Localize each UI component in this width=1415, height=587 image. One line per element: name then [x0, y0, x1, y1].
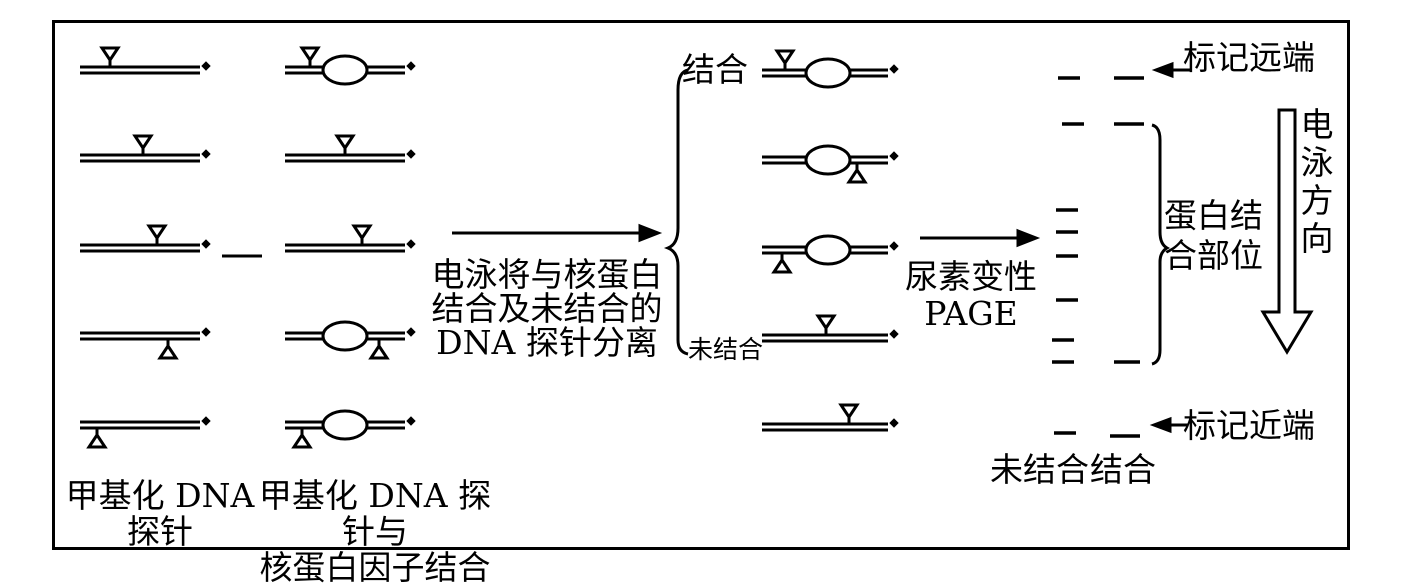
radiolabel-asterisk — [889, 64, 899, 74]
radiolabel-asterisk — [201, 61, 211, 71]
label-direction: 电泳方向 — [1300, 105, 1334, 258]
methyl-group-triangle — [299, 46, 321, 63]
radiolabel-asterisk — [406, 239, 416, 249]
separation-arrowhead — [638, 223, 663, 243]
protein-oval — [321, 54, 369, 86]
methyl-group-triangle — [157, 343, 179, 360]
methyl-group-triangle — [815, 314, 837, 331]
methyl-group-triangle — [86, 432, 108, 449]
methyl-group-triangle — [99, 46, 121, 63]
methyl-group-triangle — [291, 432, 313, 449]
label-methylated-probe: 甲基化 DNA 探针 — [65, 476, 255, 551]
methyl-group-triangle — [774, 49, 796, 66]
label-probe-protein-bound: 甲基化 DNA 探针与 核蛋白因子结合 — [258, 476, 492, 587]
radiolabel-asterisk — [406, 327, 416, 337]
methyl-group-triangle — [771, 257, 793, 274]
radiolabel-asterisk — [201, 327, 211, 337]
electrophoresis-direction-arrow — [1260, 108, 1314, 355]
label-near-end: 标记近端 — [1183, 406, 1315, 445]
methyl-group-triangle — [334, 134, 356, 151]
methyl-group-triangle — [838, 403, 860, 420]
protein-site-brace — [1151, 123, 1171, 366]
protein-oval — [804, 234, 852, 266]
radiolabel-asterisk — [889, 329, 899, 339]
label-lane-unbound: 未结合 — [990, 450, 1089, 489]
label-urea-page: 尿素变性 PAGE — [905, 257, 1037, 333]
radiolabel-asterisk — [889, 418, 899, 428]
radiolabel-asterisk — [201, 416, 211, 426]
diagram-frame — [52, 20, 1350, 550]
label-electrophoresis-separation: 电泳将与核蛋白 结合及未结合的 DNA 探针分离 — [431, 255, 663, 362]
methyl-group-triangle — [846, 167, 868, 184]
page-arrowhead — [1016, 228, 1041, 248]
near-end-marker-arrowhead — [1149, 416, 1172, 434]
radiolabel-asterisk — [889, 241, 899, 251]
radiolabel-asterisk — [406, 61, 416, 71]
label-lane-bound: 结合 — [1090, 450, 1156, 489]
radiolabel-asterisk — [406, 416, 416, 426]
protein-oval — [804, 144, 852, 176]
far-end-marker-arrowhead — [1151, 61, 1174, 79]
label-far-end: 标记远端 — [1183, 38, 1315, 77]
protein-oval — [804, 57, 852, 89]
radiolabel-asterisk — [889, 151, 899, 161]
label-protein-binding-site: 蛋白结 合部位 — [1164, 196, 1263, 275]
methyl-group-triangle — [368, 343, 390, 360]
methyl-group-triangle — [132, 134, 154, 151]
label-unbound: 未结合 — [688, 335, 764, 364]
protein-oval — [321, 320, 369, 352]
protein-oval — [321, 409, 369, 441]
radiolabel-asterisk — [406, 149, 416, 159]
methyl-group-triangle — [146, 224, 168, 241]
radiolabel-asterisk — [201, 149, 211, 159]
label-bound: 结合 — [682, 50, 748, 89]
bound-unbound-brace — [663, 68, 689, 356]
radiolabel-asterisk — [201, 239, 211, 249]
methyl-group-triangle — [351, 224, 373, 241]
